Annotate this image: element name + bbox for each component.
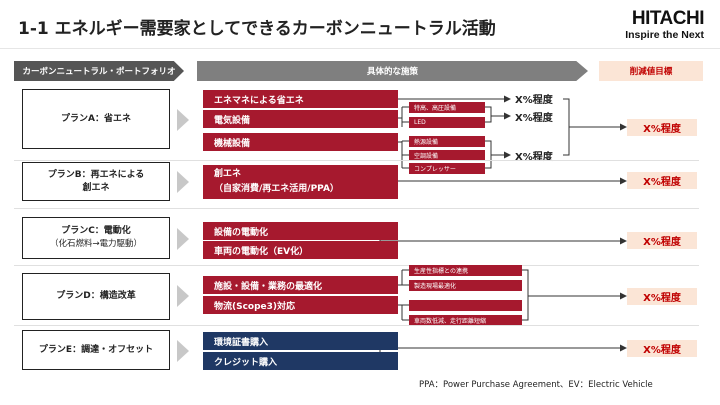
- sub-item-site-optimization: 製造現場最適化: [409, 280, 522, 291]
- plan-c-label-line1: プランC：電動化: [61, 226, 131, 236]
- sub-item-led: LED: [409, 117, 485, 128]
- measure-energy-creation-line2: （自家消費/再エネ活用/PPA）: [214, 184, 339, 194]
- reduction-a2: X%程度: [515, 113, 553, 124]
- target-plan-a: X%程度: [627, 119, 697, 136]
- reduction-a3: X%程度: [515, 152, 553, 163]
- measure-energy-creation: 創エネ （自家消費/再エネ活用/PPA）: [203, 165, 398, 199]
- reduction-a1: X%程度: [515, 95, 553, 106]
- logo-brand: HITACHI: [631, 8, 705, 29]
- target-plan-d: X%程度: [627, 288, 697, 305]
- plan-d-box: プランD：構造改革: [22, 273, 170, 320]
- measure-environmental-certificates: 環境証書購入: [203, 332, 398, 350]
- header-target: 削減値目標: [599, 61, 703, 81]
- title-divider: [0, 48, 720, 49]
- sub-item-compressor: コンプレッサー: [409, 163, 485, 174]
- sub-item-vehicle-reduction: 車両数低減、走行距離短縮: [409, 315, 522, 326]
- target-plan-e: X%程度: [627, 340, 697, 357]
- measure-electrical-equipment: 電気設備: [203, 110, 398, 128]
- plan-b-box: プランB：再エネによる 創エネ: [22, 162, 170, 201]
- row-divider: [14, 265, 699, 266]
- measure-energy-creation-line1: 創エネ: [214, 169, 242, 179]
- target-plan-b: X%程度: [627, 172, 697, 189]
- measure-facility-optimization: 施設・設備・業務の最適化: [203, 276, 398, 294]
- header-portfolio: カーボンニュートラル・ポートフォリオ: [14, 61, 184, 81]
- measure-mechanical-equipment: 機械設備: [203, 133, 398, 151]
- measure-equipment-electrification: 設備の電動化: [203, 222, 398, 240]
- measure-credit-purchase: クレジット購入: [203, 352, 398, 370]
- measure-logistics-scope3: 物流(Scope3)対応: [203, 296, 398, 314]
- row-divider: [14, 325, 699, 326]
- plan-a-box: プランA：省エネ: [22, 89, 170, 149]
- row-divider: [14, 160, 699, 161]
- header-measures: 具体的な施策: [197, 61, 588, 81]
- sub-item-high-voltage: 特高、高圧設備: [409, 102, 485, 113]
- plan-b-label-line2: 創エネ: [82, 182, 110, 193]
- plan-e-label: プランE：調達・オフセット: [38, 344, 154, 355]
- target-plan-c: X%程度: [627, 232, 697, 249]
- plan-d-label: プランD：構造改革: [56, 291, 136, 301]
- sub-item-productivity-link: 生産性指標との連携: [409, 265, 522, 276]
- sub-item-logistics-blank: [409, 300, 522, 311]
- measure-vehicle-electrification: 車両の電動化（EV化）: [203, 241, 398, 259]
- footnote: PPA：Power Purchase Agreement、EV：Electric…: [419, 380, 653, 390]
- plan-e-box: プランE：調達・オフセット: [22, 330, 170, 370]
- sub-item-heat-source: 熱源設備: [409, 136, 485, 147]
- measure-energy-management: エネマネによる省エネ: [203, 90, 398, 108]
- logo-tagline: Inspire the Next: [625, 29, 704, 41]
- plan-c-label-line2: （化石燃料→電力駆動）: [49, 239, 143, 249]
- plan-a-label: プランA：省エネ: [61, 113, 131, 124]
- row-divider: [14, 208, 699, 209]
- plan-b-label-line1: プランB：再エネによる: [47, 169, 145, 180]
- plan-c-box: プランC：電動化 （化石燃料→電力駆動）: [22, 217, 170, 259]
- hitachi-logo: HITACHI Inspire the Next: [625, 8, 705, 42]
- sub-item-hvac: 空調設備: [409, 150, 485, 161]
- page-title: 1-1 エネルギー需要家としてできるカーボンニュートラル活動: [18, 19, 496, 39]
